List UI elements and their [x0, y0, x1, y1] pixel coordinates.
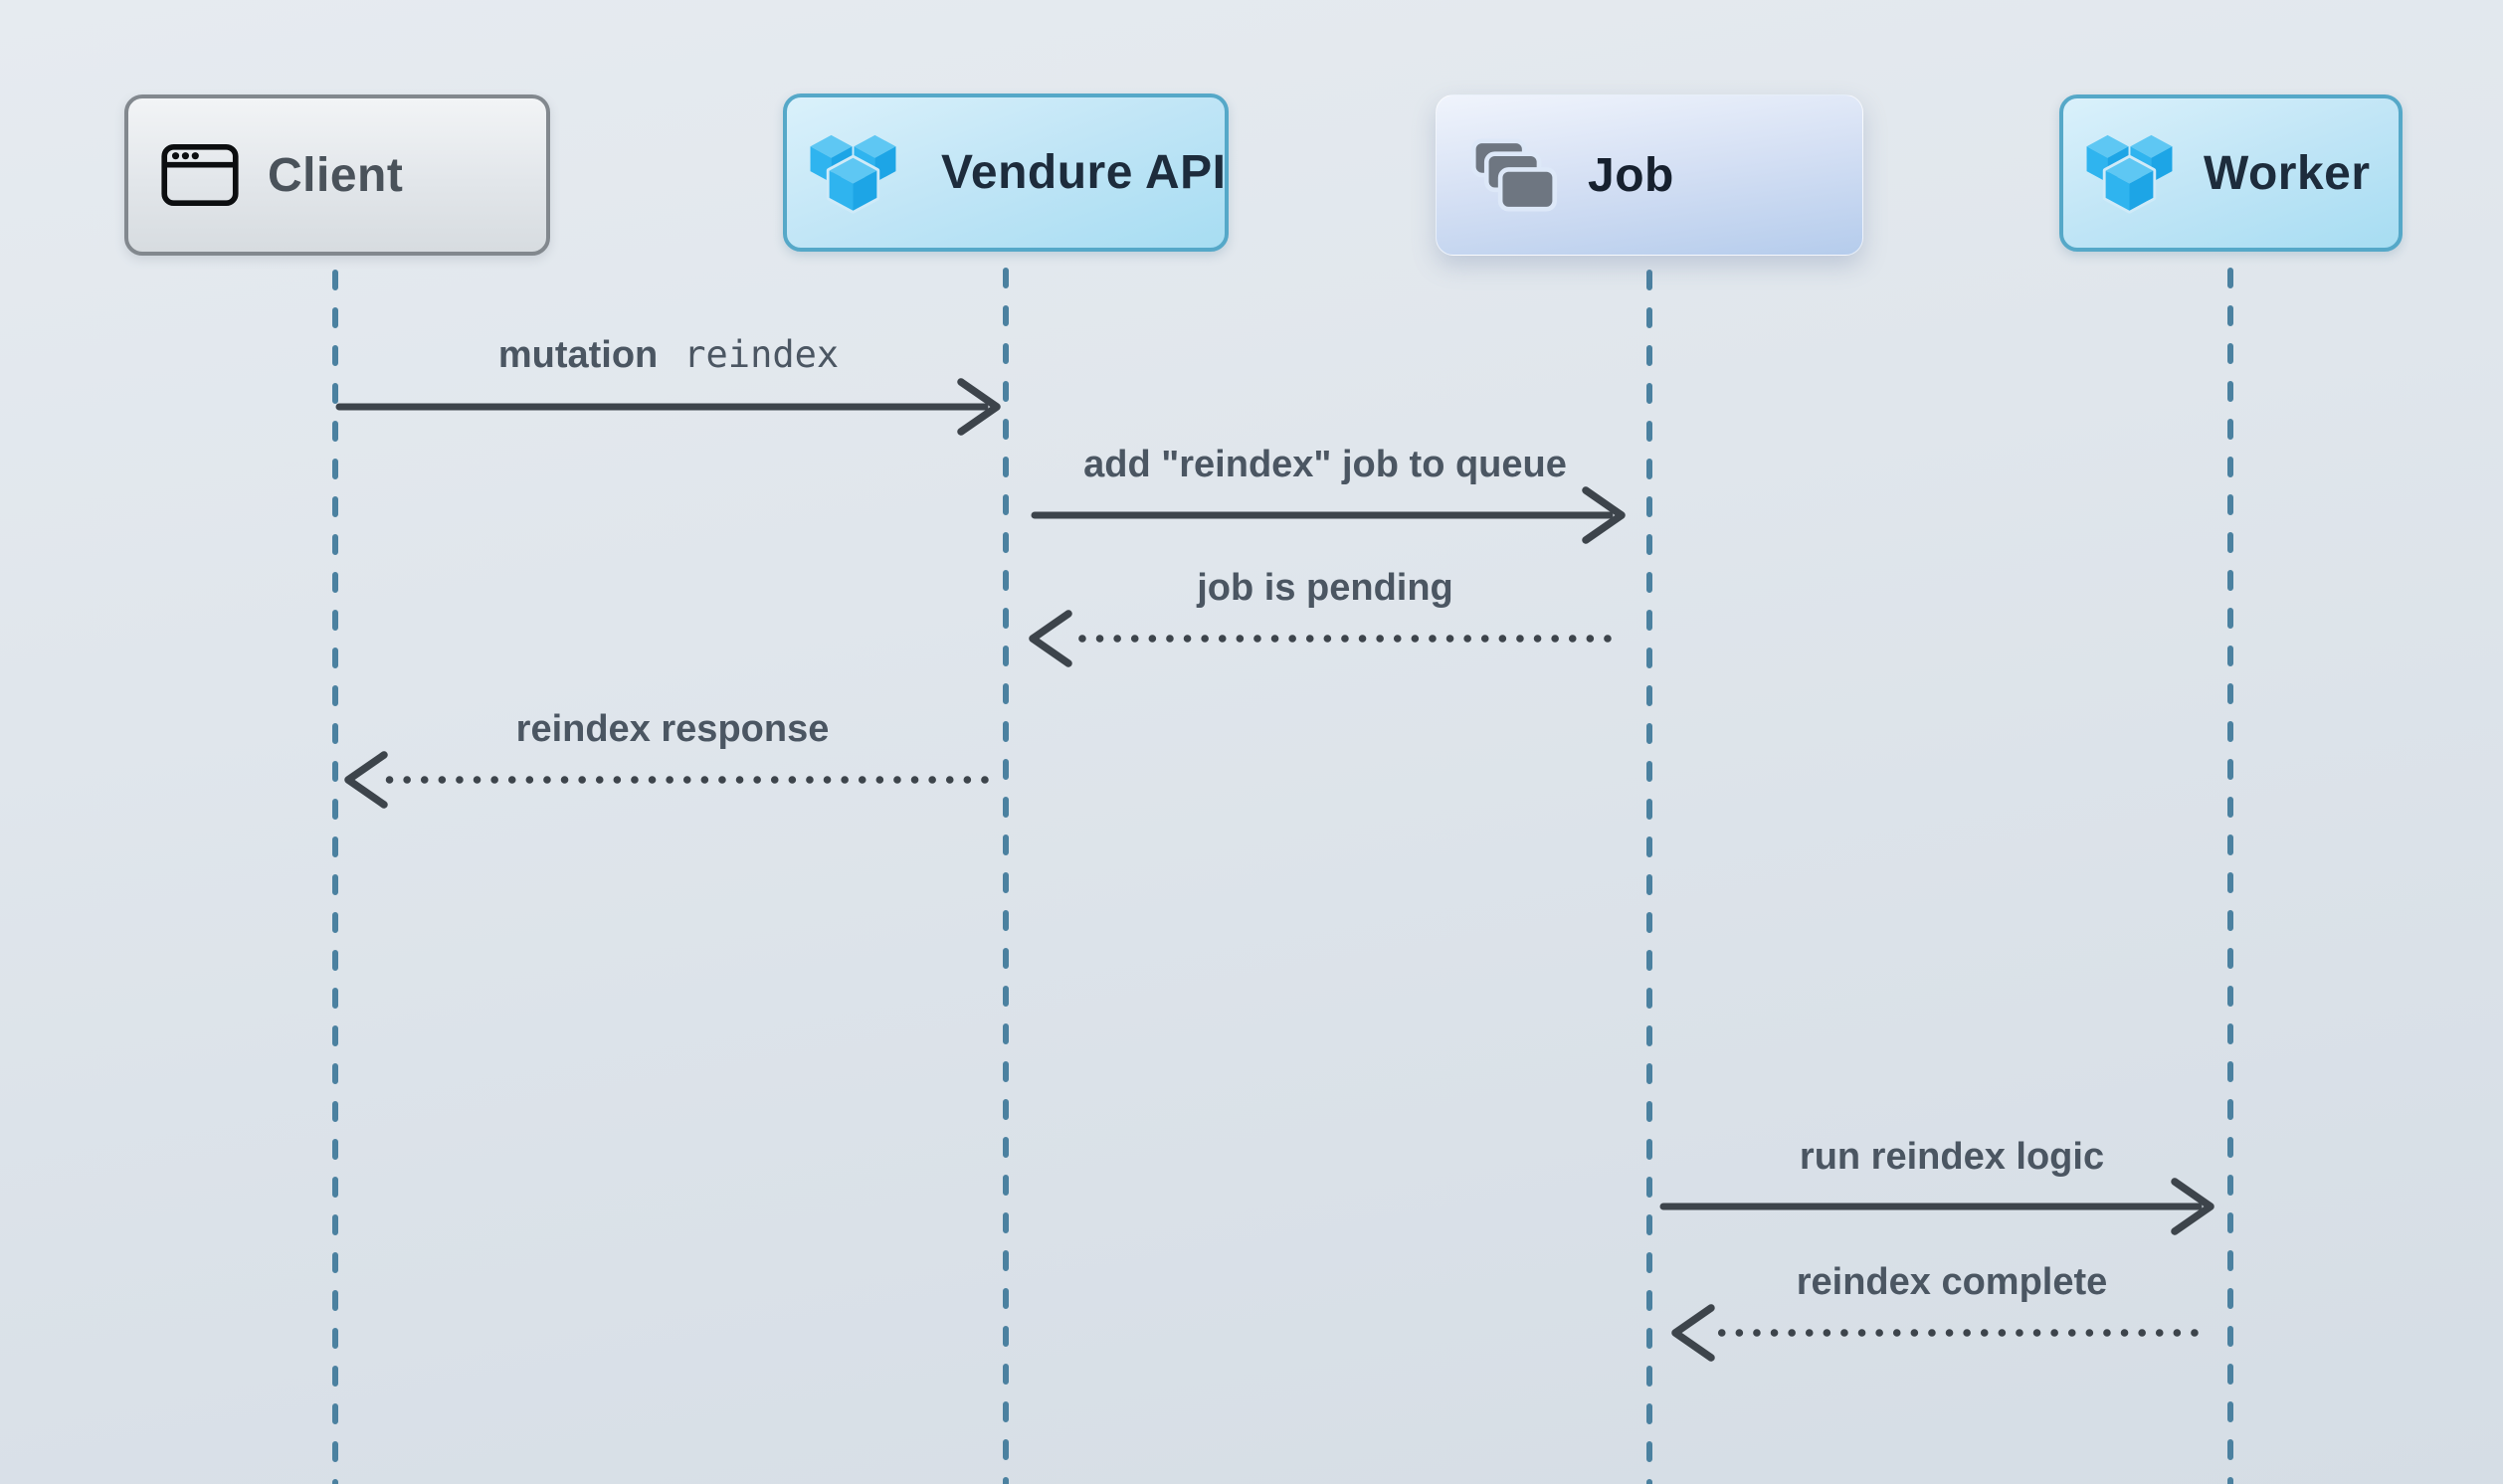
arrow-reindex-response — [344, 751, 989, 809]
lifelines — [332, 268, 2233, 1484]
vendure-cubes-icon — [2086, 134, 2173, 214]
cube-front — [826, 154, 880, 214]
message-text: run reindex logic — [1799, 1136, 2105, 1178]
actor-client: Client — [124, 94, 550, 256]
actor-job: Job — [1436, 94, 1863, 256]
actor-job-label: Job — [1588, 148, 1674, 202]
arrow-run-reindex-logic — [1659, 1178, 2214, 1235]
message-text: mutation — [497, 334, 659, 376]
message-label-reindex-response: reindex response — [516, 708, 830, 752]
actor-vendure-api: Vendure API — [783, 93, 1229, 252]
actor-client-label: Client — [268, 148, 404, 202]
message-code-text: reindex — [683, 333, 840, 376]
actor-worker: Worker — [2059, 94, 2403, 252]
arrow-reindex-complete — [1671, 1304, 2199, 1362]
message-label-run-reindex-logic: run reindex logic — [1800, 1136, 2104, 1180]
cube-front — [2102, 154, 2157, 214]
actor-worker-label: Worker — [2204, 146, 2371, 200]
browser-window-icon — [161, 143, 239, 207]
message-text: reindex complete — [1796, 1261, 2108, 1303]
message-text: reindex response — [515, 708, 830, 750]
actor-vendure-api-label: Vendure API — [941, 146, 1227, 199]
vendure-cubes-icon — [810, 134, 896, 214]
message-label-add-job-to-queue: add "reindex" job to queue — [1083, 444, 1567, 487]
message-label-job-is-pending: job is pending — [1197, 567, 1453, 611]
arrow-add-job-to-queue — [1031, 486, 1626, 544]
stacked-cards-icon — [1470, 138, 1558, 212]
message-label-mutation-reindex: mutation reindex — [497, 333, 840, 378]
arrow-job-is-pending — [1029, 610, 1612, 667]
message-text: job is pending — [1197, 567, 1453, 609]
message-text: add "reindex" job to queue — [1083, 444, 1567, 485]
message-arrows — [335, 378, 2214, 1362]
message-label-reindex-complete: reindex complete — [1797, 1261, 2108, 1305]
arrow-mutation-reindex — [335, 378, 1001, 436]
